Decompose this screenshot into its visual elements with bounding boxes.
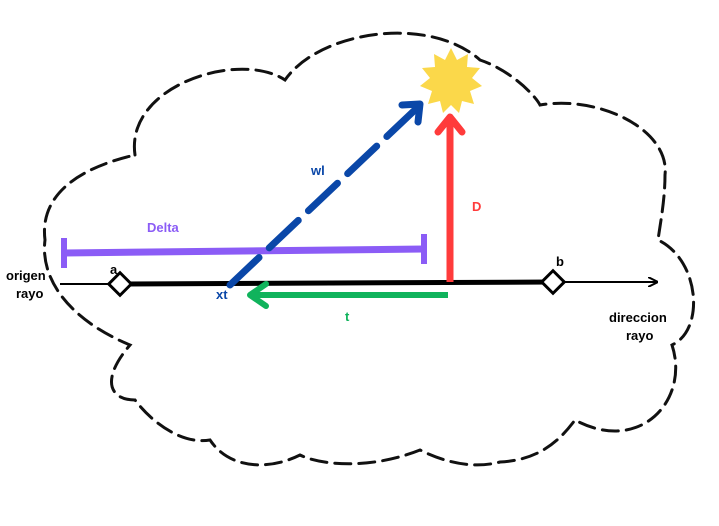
t-arrow bbox=[247, 281, 448, 309]
direction-label-line2: rayo bbox=[626, 328, 654, 343]
diamond-marker-icon bbox=[106, 270, 134, 298]
diamond-marker-icon bbox=[539, 268, 567, 296]
origin-label-line2: rayo bbox=[16, 286, 44, 301]
marker-b bbox=[539, 268, 567, 296]
marker-a bbox=[106, 270, 134, 298]
label-b: b bbox=[556, 254, 564, 269]
label-a: a bbox=[110, 262, 118, 277]
direction-label-line1: direccion bbox=[609, 310, 667, 325]
label-delta: Delta bbox=[147, 220, 180, 235]
ray-line-thick bbox=[119, 279, 554, 287]
delta-segment bbox=[61, 234, 427, 268]
origin-label-line1: origen bbox=[6, 268, 46, 283]
cloud-outline bbox=[42, 31, 696, 467]
wl-arrow bbox=[226, 100, 424, 289]
label-xt: xt bbox=[216, 287, 228, 302]
label-wl: wl bbox=[310, 163, 325, 178]
sun-icon bbox=[420, 48, 482, 113]
label-t: t bbox=[345, 309, 350, 324]
d-arrow bbox=[434, 113, 466, 282]
label-d: D bbox=[472, 199, 481, 214]
